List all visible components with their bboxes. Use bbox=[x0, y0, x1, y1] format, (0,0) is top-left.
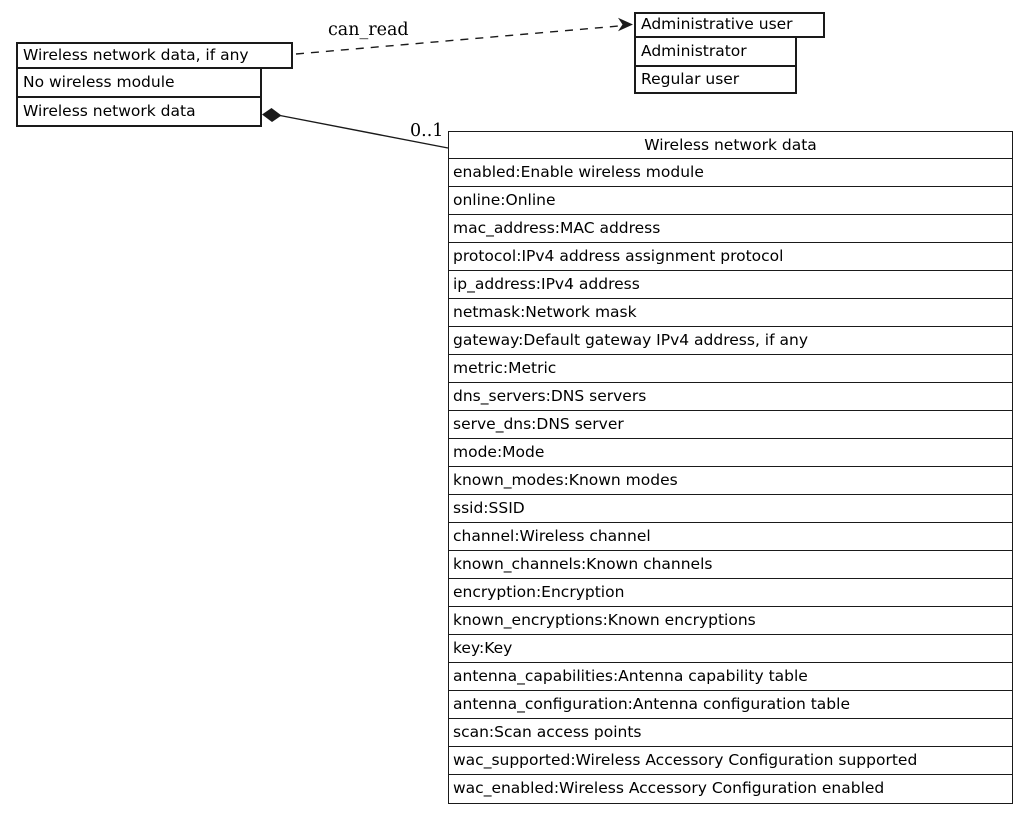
table-row: enabled:Enable wireless module bbox=[448, 158, 1013, 188]
node-row: Administrator bbox=[634, 36, 797, 67]
table-row: online:Online bbox=[448, 186, 1013, 216]
composition-diamond-icon bbox=[262, 108, 282, 122]
table-row: known_encryptions:Known encryptions bbox=[448, 606, 1013, 636]
node-wireless-network-data-if-any: Wireless network data, if any No wireles… bbox=[16, 42, 293, 127]
table-row: known_modes:Known modes bbox=[448, 466, 1013, 496]
arrowhead-icon bbox=[618, 17, 633, 32]
table-title: Wireless network data bbox=[448, 131, 1013, 160]
node-administrative-user: Administrative user Administrator Regula… bbox=[634, 12, 825, 94]
table-row: key:Key bbox=[448, 634, 1013, 664]
table-row: netmask:Network mask bbox=[448, 298, 1013, 328]
table-row: serve_dns:DNS server bbox=[448, 410, 1013, 440]
table-row: metric:Metric bbox=[448, 354, 1013, 384]
table-row: scan:Scan access points bbox=[448, 718, 1013, 748]
table-row: wac_enabled:Wireless Accessory Configura… bbox=[448, 774, 1013, 804]
table-row: mac_address:MAC address bbox=[448, 214, 1013, 244]
node-row: Wireless network data bbox=[16, 96, 262, 127]
node-wireless-network-data-table: Wireless network data enabled:Enable wir… bbox=[448, 131, 1013, 804]
table-row: antenna_capabilities:Antenna capability … bbox=[448, 662, 1013, 692]
node-row: No wireless module bbox=[16, 67, 262, 98]
table-row: wac_supported:Wireless Accessory Configu… bbox=[448, 746, 1013, 776]
can-read-edge-line bbox=[295, 25, 620, 55]
table-row: mode:Mode bbox=[448, 438, 1013, 468]
table-row: gateway:Default gateway IPv4 address, if… bbox=[448, 326, 1013, 356]
table-row: ssid:SSID bbox=[448, 494, 1013, 524]
node-title: Wireless network data, if any bbox=[16, 42, 293, 69]
node-row: Regular user bbox=[634, 65, 797, 94]
table-row: channel:Wireless channel bbox=[448, 522, 1013, 552]
table-row: protocol:IPv4 address assignment protoco… bbox=[448, 242, 1013, 272]
node-title: Administrative user bbox=[634, 12, 825, 38]
table-row: antenna_configuration:Antenna configurat… bbox=[448, 690, 1013, 720]
table-row: encryption:Encryption bbox=[448, 578, 1013, 608]
edge-label-can-read: can_read bbox=[328, 20, 409, 40]
composition-edge-line bbox=[279, 114, 449, 149]
table-row: known_channels:Known channels bbox=[448, 550, 1013, 580]
table-row: ip_address:IPv4 address bbox=[448, 270, 1013, 300]
edge-label-multiplicity: 0..1 bbox=[410, 121, 444, 141]
table-row: dns_servers:DNS servers bbox=[448, 382, 1013, 412]
